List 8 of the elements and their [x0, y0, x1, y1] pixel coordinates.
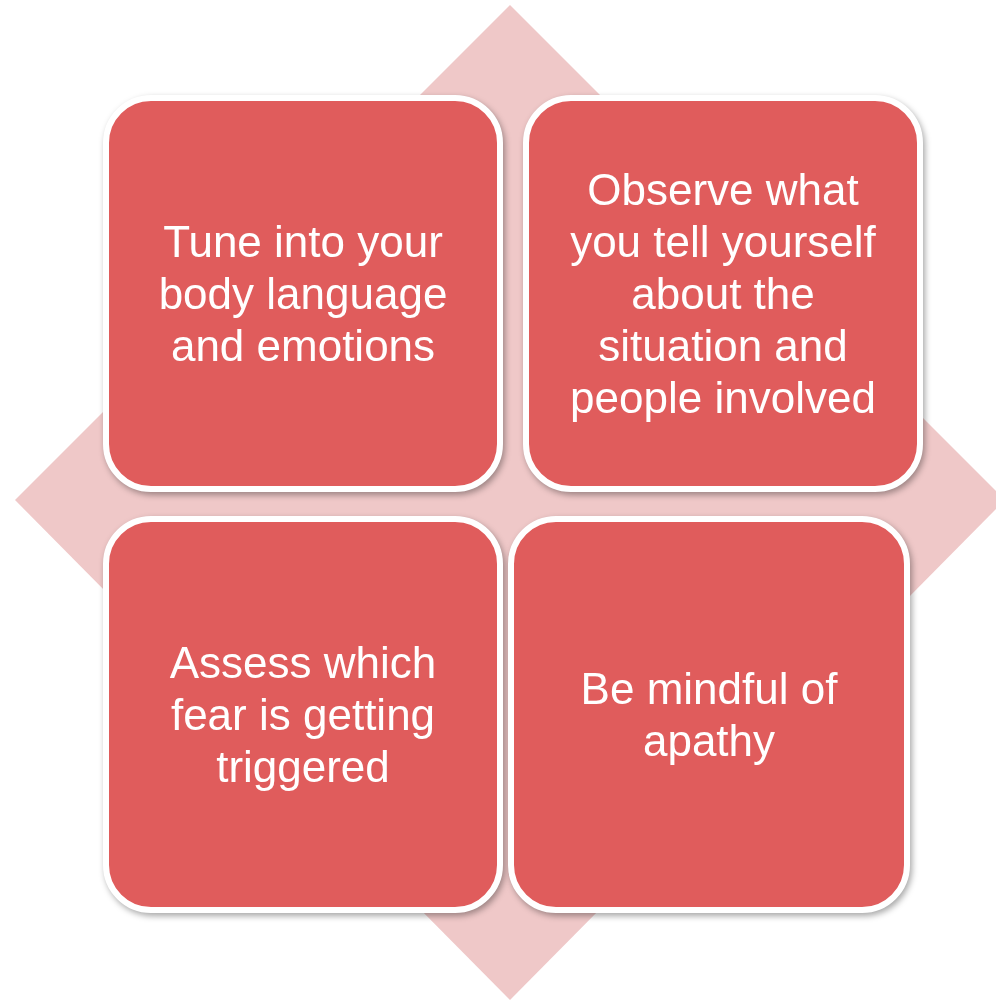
rounded-box	[508, 516, 910, 913]
rounded-box	[103, 516, 503, 913]
box-text: Be mindful of apathy	[579, 662, 839, 767]
rounded-box	[103, 95, 503, 492]
box-text: Observe what you tell yourself about the situation and people involved	[569, 163, 877, 424]
box-text: Tune into your body language and emotions	[157, 215, 449, 372]
rounded-box	[523, 95, 923, 492]
box-text: Assess which fear is getting triggered	[168, 636, 438, 793]
